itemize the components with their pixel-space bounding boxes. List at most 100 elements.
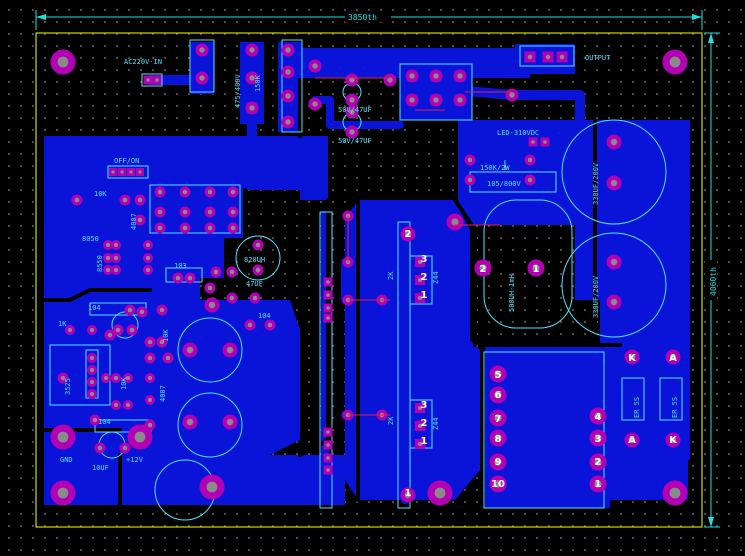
relay-pad-12-drill — [509, 92, 515, 98]
label-c104-b: 104 — [88, 304, 101, 312]
label-l820: 820UH — [244, 256, 265, 264]
pin-label-k-a: K — [628, 353, 637, 364]
mid-left-pad-11-drill — [247, 322, 253, 328]
elcap-pad-5-drill — [208, 301, 216, 309]
terminal-pad-3-drill — [206, 481, 218, 493]
pin-label-xfmr-5: 5 — [495, 370, 502, 381]
relay-pad-10-drill — [349, 129, 355, 135]
transistor-pad-2-drill — [113, 242, 119, 248]
track-relay — [311, 96, 404, 129]
mid-left-pad-3-drill — [213, 269, 219, 275]
mounting-hole-3-drill — [57, 487, 69, 499]
mid-left-pad-10-drill — [267, 322, 273, 328]
xfmr-pad-4-drill — [494, 434, 502, 442]
pin-label-xfmr-6: 6 — [495, 390, 502, 401]
pin-label-a-b: A — [669, 353, 677, 364]
ac-jumper-pad-1-drill — [146, 78, 150, 82]
mid-left-pad-1-drill — [255, 242, 261, 248]
ac-jumper-pad-2-drill — [155, 78, 159, 82]
output-pad-2-drill — [545, 54, 551, 60]
transistor-pad-4-drill — [113, 255, 119, 261]
pin-label-q2-3: 3 — [421, 400, 428, 411]
ic-area-pad-1-drill — [127, 307, 133, 313]
pin-label-choke-1: 1 — [533, 264, 540, 275]
driver-pad-12-drill — [182, 225, 188, 231]
label-bulk-cap-bottom: 330UF/200V — [592, 275, 600, 318]
mid-left-pad-7-drill — [207, 285, 213, 291]
transistor-pad-7-drill — [145, 242, 151, 248]
driver-pad-7-drill — [157, 209, 163, 215]
label-r1k: 1K — [58, 320, 67, 328]
pin-label-choke-2: 2 — [480, 264, 487, 275]
label-c10uf: 10UF — [92, 464, 109, 472]
ic-pin-pad-11-drill — [147, 397, 153, 403]
ic-pin-pad-12-drill — [113, 402, 119, 408]
terminal-pad-2-drill — [134, 431, 146, 443]
off-on-pad-3-drill — [129, 170, 133, 174]
bus-end-pad-2-drill — [404, 491, 412, 499]
pin-label-xfmr-8: 8 — [495, 434, 502, 445]
label-off-on: OFF/ON — [114, 157, 139, 165]
pin-label-xfmr-10: 10 — [491, 479, 505, 490]
height-dimension-label: 4060th — [709, 267, 718, 296]
mosfet-pad-1-drill — [417, 259, 423, 265]
xfmr-pad-1-drill — [494, 370, 502, 378]
film-cap-pad-1-drill — [467, 157, 473, 163]
psu-pad-4-drill — [92, 417, 98, 423]
top-pad-3-drill — [249, 47, 255, 53]
elcap-pad-2-drill — [226, 346, 234, 354]
transistor-pad-3-drill — [105, 255, 111, 261]
off-on-pad-2-drill — [120, 170, 124, 174]
xfmr-pad-5-drill — [494, 458, 502, 466]
psu-pad-3-drill — [122, 445, 128, 451]
pin-label-xfmr-3: 3 — [595, 434, 602, 445]
label-r10k-a: 10K — [94, 190, 107, 198]
driver-pad-11-drill — [157, 225, 163, 231]
pin-labels: 3 2 1 3 2 1 2 1 2 1 5 6 7 8 9 10 4 3 2 1… — [405, 229, 679, 499]
transistor-pad-6-drill — [113, 267, 119, 273]
bulk-cap-pad-1-drill — [610, 138, 618, 146]
ic-area-pad-8-drill — [159, 339, 165, 345]
top-pad-10-drill — [312, 63, 318, 69]
choke-pad-2-drill — [532, 264, 540, 272]
gate-bus-pad-4-drill — [326, 316, 330, 320]
label-bleed-resistor: 150K/2W — [480, 164, 510, 172]
led-pad-2-drill — [543, 140, 547, 144]
choke-pad-3-drill — [451, 218, 459, 226]
gate-bus-pad-8-drill — [326, 468, 330, 472]
label-z44-b: Z44 — [432, 417, 440, 430]
output-pad-3-drill — [559, 54, 565, 60]
ic-area-pad-6-drill — [107, 332, 113, 338]
driver-pad-6-drill — [230, 189, 236, 195]
top-pad-11-drill — [312, 101, 318, 107]
gate-bus-pad-1-drill — [326, 280, 330, 284]
ic-pin-pad-3-drill — [89, 355, 95, 361]
pin-label-xfmr-4: 4 — [595, 412, 602, 423]
driver-pad-5-drill — [207, 189, 213, 195]
diode-pad-4-drill — [669, 436, 677, 444]
elcap-pad-4-drill — [226, 418, 234, 426]
mosfet-pad-5-drill — [417, 423, 423, 429]
ic-pin-pad-2-drill — [89, 327, 95, 333]
output-pad-1-drill — [527, 54, 533, 60]
xfmr-pad-7-drill — [594, 412, 602, 420]
ic-pin-pad-13-drill — [125, 402, 131, 408]
gate-bus-pad-5-drill — [326, 430, 330, 434]
label-choke: 500UH-1mH — [508, 274, 516, 312]
elcap-pad-1-drill — [186, 346, 194, 354]
mid-left-pad-4-drill — [229, 269, 235, 275]
label-c47uf: 47UF — [246, 280, 263, 288]
terminal-pad-4-drill — [434, 487, 446, 499]
film-cap-pad-2-drill — [527, 157, 533, 163]
copper-pour-bottom — [120, 455, 345, 505]
off-on-pad-1-drill — [111, 170, 115, 174]
label-d4007-a: 4007 — [130, 213, 138, 230]
label-ic-3525: 3525 — [64, 378, 72, 395]
label-bulk-cap-top: 330UF/200V — [592, 162, 600, 205]
dimension-width: 3850th — [35, 10, 703, 30]
top-pad-4-drill — [249, 75, 255, 81]
choke-pad-1-drill — [479, 264, 487, 272]
xfmr-pad-8-drill — [594, 434, 602, 442]
xfmr-pad-3-drill — [494, 414, 502, 422]
label-c104-c: 104 — [98, 418, 111, 426]
